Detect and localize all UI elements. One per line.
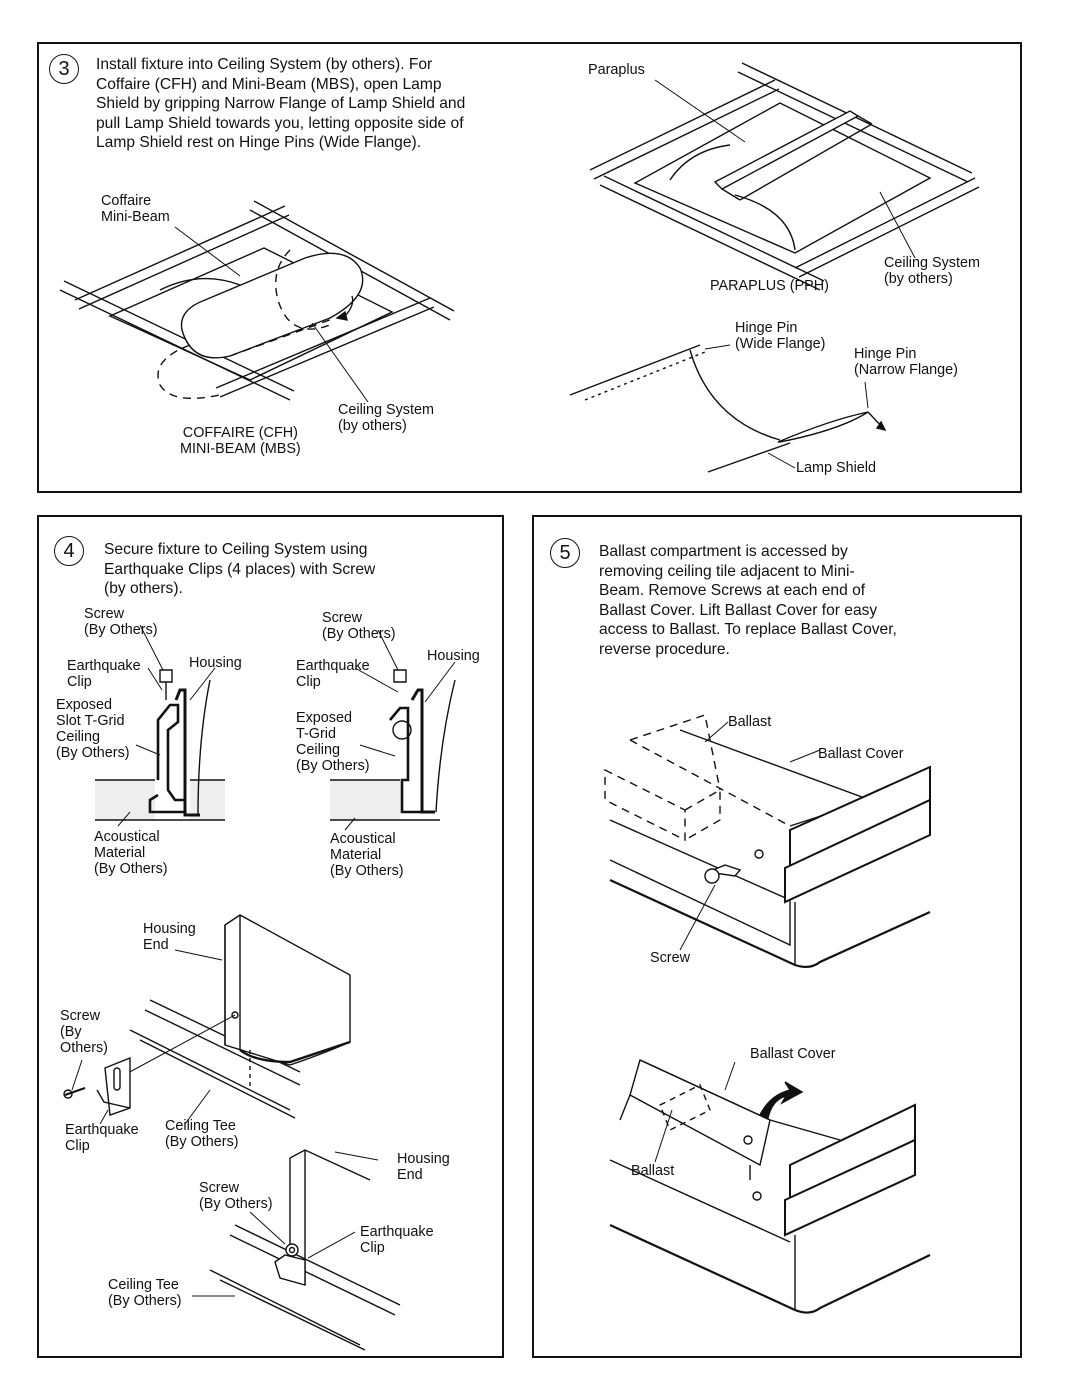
label-ceiling-system-left: Ceiling System (by others) — [338, 402, 434, 434]
label-acoustical-b: Acoustical Material (By Others) — [330, 831, 404, 879]
step-3-panel — [37, 42, 1022, 493]
step-5-panel — [532, 515, 1022, 1358]
label-ballast-a: Ballast — [728, 714, 772, 730]
label-housing-a: Housing — [189, 655, 242, 671]
caption-paraplus: PARAPLUS (PPH) — [710, 278, 829, 294]
label-ceiling-tee-a: Ceiling Tee (By Others) — [165, 1118, 239, 1150]
label-ballast-b: Ballast — [631, 1163, 675, 1179]
label-earthquake-clip-b: Earthquake Clip — [296, 658, 370, 690]
label-lamp-shield: Lamp Shield — [796, 460, 876, 476]
step-5-number: 5 — [550, 538, 580, 568]
label-housing-end-a: Housing End — [143, 921, 196, 953]
label-acoustical-a: Acoustical Material (By Others) — [94, 829, 168, 877]
step-4-number: 4 — [54, 536, 84, 566]
label-earthquake-clip-d: Earthquake Clip — [360, 1224, 434, 1256]
label-ceiling-tee-b: Ceiling Tee (By Others) — [108, 1277, 182, 1309]
label-coffaire-minibeam: Coffaire Mini-Beam — [101, 193, 170, 225]
label-housing-b: Housing — [427, 648, 480, 664]
label-ceiling-system-right: Ceiling System (by others) — [884, 255, 980, 287]
step-3-number: 3 — [49, 54, 79, 84]
label-screw-a: Screw (By Others) — [84, 606, 158, 638]
label-hinge-pin-wide: Hinge Pin (Wide Flange) — [735, 320, 826, 352]
label-housing-end-b: Housing End — [397, 1151, 450, 1183]
label-screw: Screw — [650, 950, 690, 966]
label-ballast-cover-a: Ballast Cover — [818, 746, 904, 762]
label-exposed-tgrid: Exposed T-Grid Ceiling (By Others) — [296, 710, 370, 774]
label-exposed-slot-tgrid: Exposed Slot T-Grid Ceiling (By Others) — [56, 697, 130, 761]
step-4-panel — [37, 515, 504, 1358]
caption-coffaire: COFFAIRE (CFH) MINI-BEAM (MBS) — [180, 425, 301, 457]
label-ballast-cover-b: Ballast Cover — [750, 1046, 836, 1062]
label-earthquake-clip-a: Earthquake Clip — [67, 658, 141, 690]
label-screw-d: Screw (By Others) — [199, 1180, 273, 1212]
label-screw-c: Screw (By Others) — [60, 1008, 108, 1056]
label-hinge-pin-narrow: Hinge Pin (Narrow Flange) — [854, 346, 958, 378]
label-earthquake-clip-c: Earthquake Clip — [65, 1122, 139, 1154]
label-paraplus: Paraplus — [588, 62, 645, 78]
step-4-instructions: Secure fixture to Ceiling System using E… — [104, 541, 376, 598]
step-5-instructions: Ballast compartment is accessed by remov… — [599, 543, 897, 658]
label-screw-b: Screw (By Others) — [322, 610, 396, 642]
step-3-instructions: Install fixture into Ceiling System (by … — [96, 56, 466, 152]
